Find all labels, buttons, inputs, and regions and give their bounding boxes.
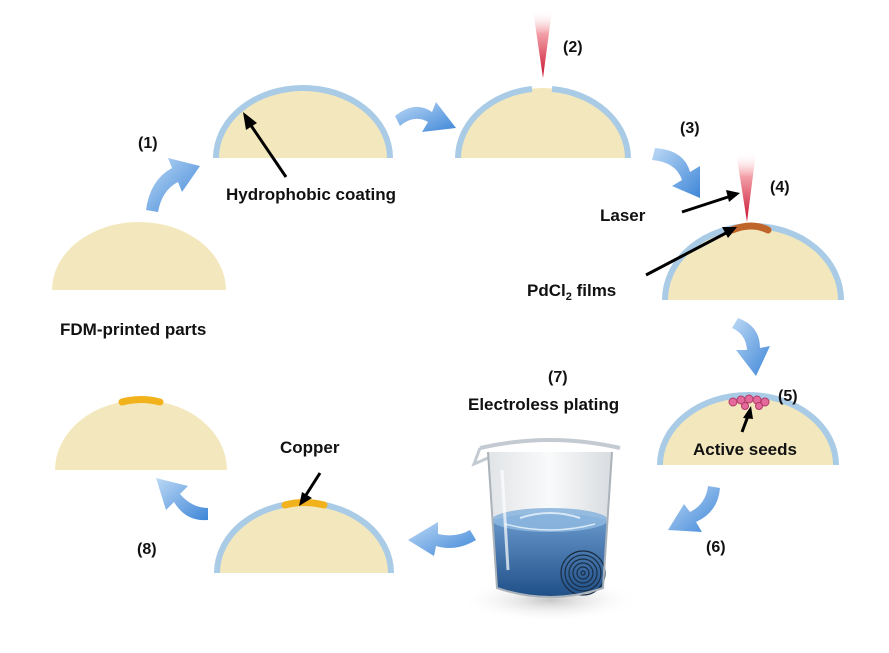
- step-number-5: (5): [778, 388, 798, 405]
- dome-final-part: [55, 396, 227, 470]
- dome-coated: [213, 85, 393, 159]
- final-copper-layer: [118, 396, 164, 406]
- arrow-step-3: [652, 148, 700, 198]
- step-number-7: (7): [548, 369, 568, 386]
- pointer-active-seeds: [740, 406, 753, 433]
- dome-fdm-part: [52, 222, 226, 290]
- step-number-4: (4): [770, 179, 790, 196]
- arrow-step-7: [156, 478, 208, 521]
- arrow-step-4: [732, 318, 770, 376]
- active-seed-particles: [728, 394, 770, 410]
- pointer-pdcl2: [645, 227, 737, 277]
- plating-solution: [492, 513, 608, 597]
- pdcl2-film: [728, 222, 772, 234]
- step-number-3: (3): [680, 120, 700, 137]
- pointer-hydrophobic: [243, 112, 288, 178]
- pdcl2-subscript: 2: [566, 291, 572, 303]
- arrow-step-2: [395, 102, 456, 132]
- label-pdcl2-films: PdCl2 films: [527, 281, 616, 303]
- step-number-2: (2): [563, 39, 583, 56]
- label-copper: Copper: [280, 438, 340, 457]
- beaker: [460, 438, 640, 622]
- laser-beam-4: [736, 152, 756, 222]
- process-arrows: [146, 102, 770, 556]
- laser-beam-2: [533, 10, 552, 78]
- pdcl2-rest: films: [572, 281, 616, 300]
- dome-pdcl2: [662, 222, 844, 301]
- arrow-step-1: [146, 158, 200, 212]
- copper-layer: [281, 499, 328, 509]
- step-number-6: (6): [706, 539, 726, 556]
- arrow-step-6: [408, 522, 476, 556]
- submerged-part: [560, 550, 606, 596]
- label-hydrophobic-coating: Hydrophobic coating: [226, 185, 396, 204]
- label-fdm-printed-parts: FDM-printed parts: [60, 320, 206, 339]
- dome-laser-ablation: [455, 86, 631, 159]
- dome-copper-plated: [214, 499, 394, 574]
- label-electroless-plating: Electroless plating: [468, 395, 619, 414]
- label-laser: Laser: [600, 206, 646, 225]
- step-number-8: (8): [137, 541, 157, 558]
- pointer-arrows: [243, 112, 753, 506]
- pointer-copper: [299, 472, 322, 506]
- step-number-1: (1): [138, 135, 158, 152]
- label-active-seeds: Active seeds: [693, 440, 797, 459]
- pointer-laser: [681, 190, 740, 214]
- dome-active-seeds: [657, 392, 839, 466]
- pdcl2-base: PdCl: [527, 281, 566, 300]
- arrow-step-5: [668, 486, 720, 532]
